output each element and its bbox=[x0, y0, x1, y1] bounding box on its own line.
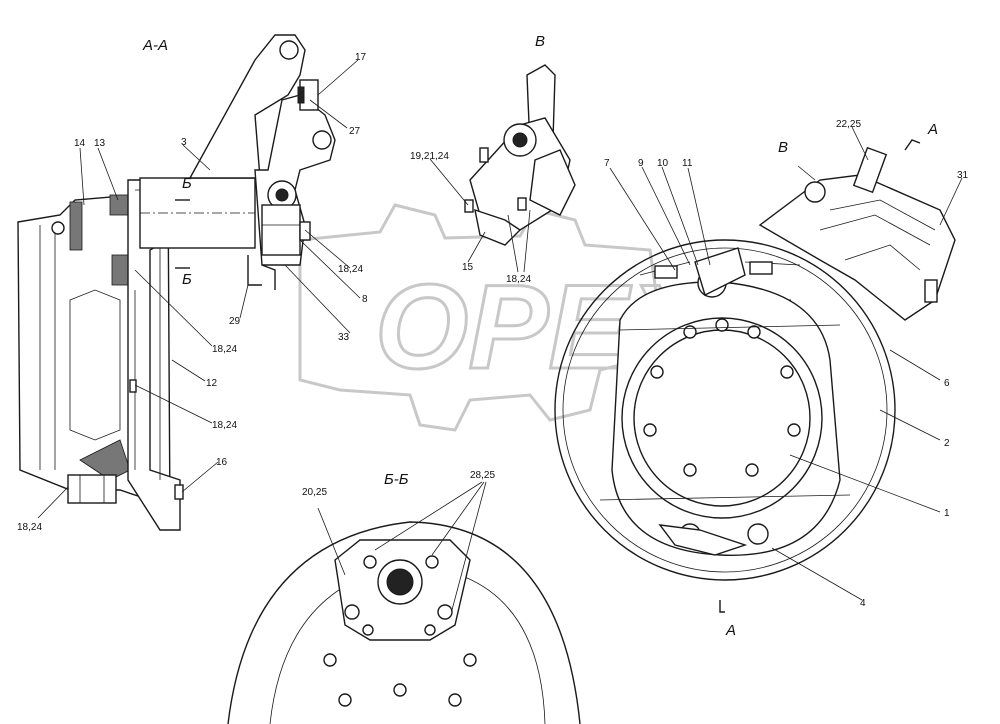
callout-16: 16 bbox=[216, 457, 228, 468]
view-b bbox=[464, 64, 576, 246]
callout-33: 33 bbox=[338, 332, 350, 343]
view-v-title: В bbox=[535, 33, 545, 50]
callout-7: 7 bbox=[604, 158, 610, 169]
callout-6: 6 bbox=[944, 378, 950, 389]
callout-9: 9 bbox=[638, 158, 644, 169]
callout-14: 14 bbox=[74, 138, 86, 149]
callout-2: 2 bbox=[944, 438, 950, 449]
section-bb-title: Б-Б bbox=[384, 471, 409, 488]
callout-27: 27 bbox=[349, 126, 361, 137]
callout-18-24-a: 18,24 bbox=[338, 264, 363, 275]
callout-12: 12 bbox=[206, 378, 218, 389]
callout-labels: 17 27 3 14 13 18,24 8 33 29 18,24 12 18,… bbox=[17, 52, 969, 609]
callout-19-21-24: 19,21,24 bbox=[410, 151, 449, 162]
arrow-a-bottom-label: А bbox=[725, 622, 736, 639]
callout-28-25: 28,25 bbox=[470, 470, 495, 481]
callout-13: 13 bbox=[94, 138, 106, 149]
callout-18-24-d: 18,24 bbox=[17, 522, 42, 533]
main-brake-view bbox=[554, 139, 956, 613]
callout-15: 15 bbox=[462, 262, 474, 273]
callout-20-25: 20,25 bbox=[302, 487, 327, 498]
callout-22-25: 22,25 bbox=[836, 119, 861, 130]
view-labels: А-А В Б-Б В А А Б Б bbox=[142, 33, 938, 639]
view-v-arrow-label: В bbox=[778, 139, 788, 156]
callout-18-24-e: 18,24 bbox=[506, 274, 531, 285]
callout-8: 8 bbox=[362, 294, 368, 305]
cut-b-lower-label: Б bbox=[182, 271, 192, 288]
callout-11: 11 bbox=[682, 158, 693, 169]
callout-1: 1 bbox=[944, 508, 950, 519]
section-aa-title: А-А bbox=[142, 37, 168, 54]
cut-b-upper-label: Б bbox=[182, 175, 192, 192]
section-bb bbox=[227, 521, 581, 724]
callout-29: 29 bbox=[229, 316, 241, 327]
leader-lines bbox=[37, 59, 963, 611]
section-aa bbox=[17, 34, 336, 531]
callout-18-24-c: 18,24 bbox=[212, 420, 237, 431]
callout-31: 31 bbox=[957, 170, 969, 181]
callout-18-24-b: 18,24 bbox=[212, 344, 237, 355]
callout-3: 3 bbox=[181, 137, 187, 148]
arrow-a-top-label: А bbox=[927, 121, 938, 138]
callout-10: 10 bbox=[657, 158, 669, 169]
callout-4: 4 bbox=[860, 598, 866, 609]
callout-17: 17 bbox=[355, 52, 367, 63]
